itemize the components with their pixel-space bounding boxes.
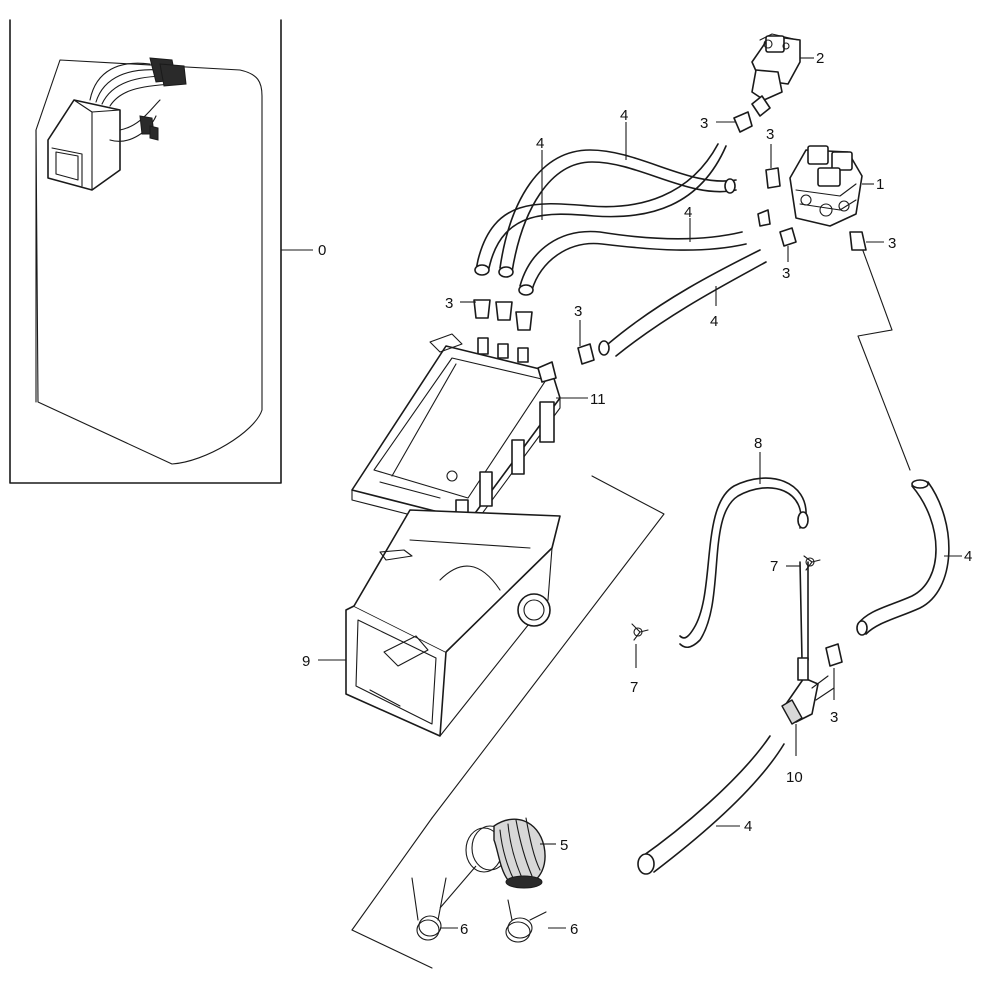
hose-right — [856, 247, 950, 636]
callout-7-b: 7 — [630, 644, 638, 696]
callout-4-d: 4 — [710, 286, 718, 330]
callout-9-label: 9 — [302, 653, 310, 670]
water-valve-single — [751, 33, 801, 117]
callout-3-a: 3 — [700, 115, 736, 132]
callout-3-e: 3 — [445, 295, 476, 312]
callout-8: 8 — [754, 435, 762, 484]
callout-4-b: 4 — [536, 135, 544, 220]
small-hose — [679, 477, 809, 661]
callout-10-label: 10 — [786, 769, 803, 786]
hose-clamps — [473, 111, 867, 667]
callout-3-e-label: 3 — [445, 295, 453, 312]
water-valve-multi — [789, 145, 863, 227]
callout-4-f: 4 — [716, 818, 752, 835]
callout-0-label: 0 — [318, 242, 326, 259]
callout-3-d-label: 3 — [782, 265, 790, 282]
callout-3-a-label: 3 — [700, 115, 708, 132]
bellows — [465, 817, 546, 889]
callout-6-a-label: 6 — [460, 921, 468, 938]
callout-6-b-label: 6 — [570, 921, 578, 938]
callout-8-label: 8 — [754, 435, 762, 452]
hose-lower — [637, 735, 785, 875]
callout-5: 5 — [540, 837, 568, 854]
callout-7-b-label: 7 — [630, 679, 638, 696]
callout-4-c: 4 — [684, 204, 692, 242]
sub-assembly-frame — [351, 817, 433, 969]
vacuum-breaker — [781, 657, 835, 725]
callout-6-b: 6 — [548, 921, 578, 938]
callout-7-a: 7 — [770, 558, 800, 575]
callout-3-f: 3 — [574, 303, 582, 346]
callout-6-a: 6 — [440, 921, 468, 938]
callout-2: 2 — [800, 50, 824, 67]
callout-3-c: 3 — [866, 235, 896, 252]
callout-10: 10 — [786, 724, 803, 786]
callout-3-b: 3 — [766, 126, 774, 168]
callout-11: 11 — [556, 391, 606, 408]
callout-4-a-label: 4 — [620, 107, 628, 124]
spring-clamps — [411, 865, 547, 943]
callout-3-f-label: 3 — [574, 303, 582, 320]
callout-9: 9 — [302, 653, 346, 670]
callout-4-b-label: 4 — [536, 135, 544, 152]
callout-3-g-label: 3 — [830, 709, 838, 726]
callout-4-f-label: 4 — [744, 818, 752, 835]
callout-1: 1 — [862, 176, 884, 193]
callout-11-label: 11 — [590, 391, 606, 408]
dispenser-cover — [351, 333, 561, 535]
callout-7-a-label: 7 — [770, 558, 778, 575]
callout-3-d: 3 — [782, 246, 790, 282]
hoses-upper — [474, 143, 767, 357]
callout-4-e: 4 — [944, 548, 972, 565]
dispenser-housing — [345, 475, 665, 819]
callout-4-a: 4 — [620, 107, 628, 160]
callout-3-b-label: 3 — [766, 126, 774, 143]
wire-clips — [631, 555, 821, 641]
callout-4-e-label: 4 — [964, 548, 972, 565]
callout-3-c-label: 3 — [888, 235, 896, 252]
callout-4-d-label: 4 — [710, 313, 718, 330]
callout-2-label: 2 — [816, 50, 824, 67]
callout-1-label: 1 — [876, 176, 884, 193]
callout-3-g: 3 — [830, 668, 838, 726]
callout-4-c-label: 4 — [684, 204, 692, 221]
callout-5-label: 5 — [560, 837, 568, 854]
inset-assembly — [9, 19, 282, 484]
callout-0: 0 — [281, 242, 326, 259]
